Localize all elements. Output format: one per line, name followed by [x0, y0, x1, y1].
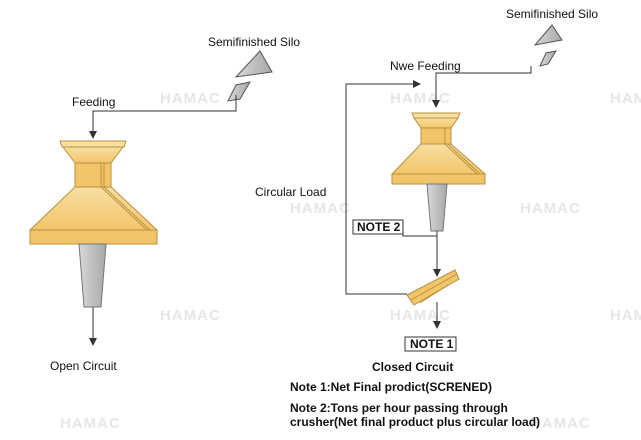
watermark: HAMAC [610, 307, 641, 324]
watermark: HAMAC [160, 90, 221, 107]
feed-line-right [432, 66, 532, 108]
cone-crusher-left [28, 140, 159, 308]
silo-label-left: Semifinished Silo [208, 35, 300, 49]
watermark: HAMAC [520, 200, 581, 217]
open-circuit-caption: Open Circuit [50, 359, 117, 373]
feed-label-left: Feeding [72, 95, 115, 109]
semifinished-silo-left [227, 50, 273, 102]
watermark: HAMAC [290, 200, 351, 217]
feed-label-right: Nwe Feeding [390, 59, 461, 73]
notes-block: Note 1:Net Final prodict(SCRENED) Note 2… [290, 380, 540, 429]
watermark: HAMAC [390, 90, 451, 107]
vibrating-screen [406, 269, 460, 306]
note2-tag-label: NOTE 2 [357, 220, 401, 234]
circular-load-label: Circular Load [255, 185, 326, 199]
watermark: HAMAC [160, 307, 221, 324]
feed-line-left [89, 95, 237, 139]
closed-circuit: Semifinished Silo Nwe Feeding NOTE 2 [255, 7, 598, 374]
note2-text-line1: Note 2:Tons per hour passing through [290, 401, 508, 415]
note1-tag-label: NOTE 1 [410, 337, 454, 351]
silo-label-right: Semifinished Silo [506, 7, 598, 21]
note2-tag: NOTE 2 [352, 219, 404, 235]
watermark: HAMAC [60, 415, 121, 432]
watermark: HAMAC [390, 307, 451, 324]
semifinished-silo-right [533, 24, 563, 67]
note2-text-line2: crusher(Net final product plus circular … [290, 415, 540, 429]
cone-crusher-right [390, 112, 487, 232]
closed-circuit-caption: Closed Circuit [372, 360, 453, 374]
note2-leader [402, 232, 437, 237]
watermark: HAMAC [530, 415, 591, 432]
note1-tag: NOTE 1 [404, 336, 457, 352]
circular-load-line [345, 80, 421, 295]
watermark: HAMAC [610, 90, 641, 107]
open-circuit: Semifinished Silo Feeding Open Circuit [28, 35, 300, 373]
note1-text: Note 1:Net Final prodict(SCRENED) [290, 380, 492, 394]
